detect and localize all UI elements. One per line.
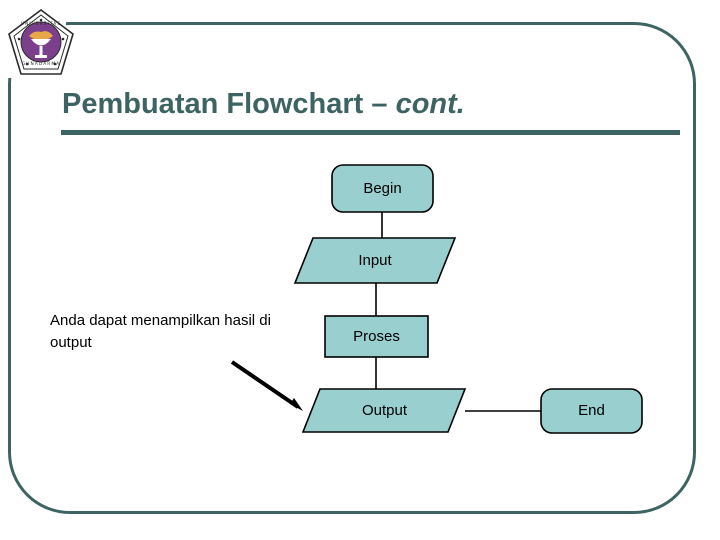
flow-node-end[interactable] [540, 388, 643, 434]
title-underline [61, 130, 680, 135]
page-title: Pembuatan Flowchart – cont. [62, 88, 682, 121]
page-title-main: Pembuatan Flowchart – [62, 88, 396, 120]
flow-node-end-label: End [578, 402, 605, 419]
flow-node-output-label: Output [361, 402, 408, 419]
university-crest-logo: UNIVERSITAS GUNADARMA [8, 9, 74, 75]
flow-node-begin[interactable] [331, 164, 434, 213]
annotation-note: Anda dapat menampilkan hasil di output [50, 312, 271, 351]
flow-node-begin-label: Begin [363, 180, 402, 197]
page-title-italic: cont. [395, 88, 465, 120]
flow-node-output[interactable] [301, 388, 467, 433]
svg-text:UNIVERSITAS: UNIVERSITAS [21, 21, 61, 27]
flow-node-proses-label: Proses [353, 328, 400, 345]
flow-node-input[interactable] [293, 237, 457, 284]
flow-node-proses[interactable] [324, 315, 429, 358]
annotation-arrow-line [230, 360, 300, 409]
svg-text:GUNADARMA: GUNADARMA [22, 61, 60, 67]
flow-node-input-label: Input [358, 252, 392, 269]
annotation-arrow-head [290, 398, 303, 411]
